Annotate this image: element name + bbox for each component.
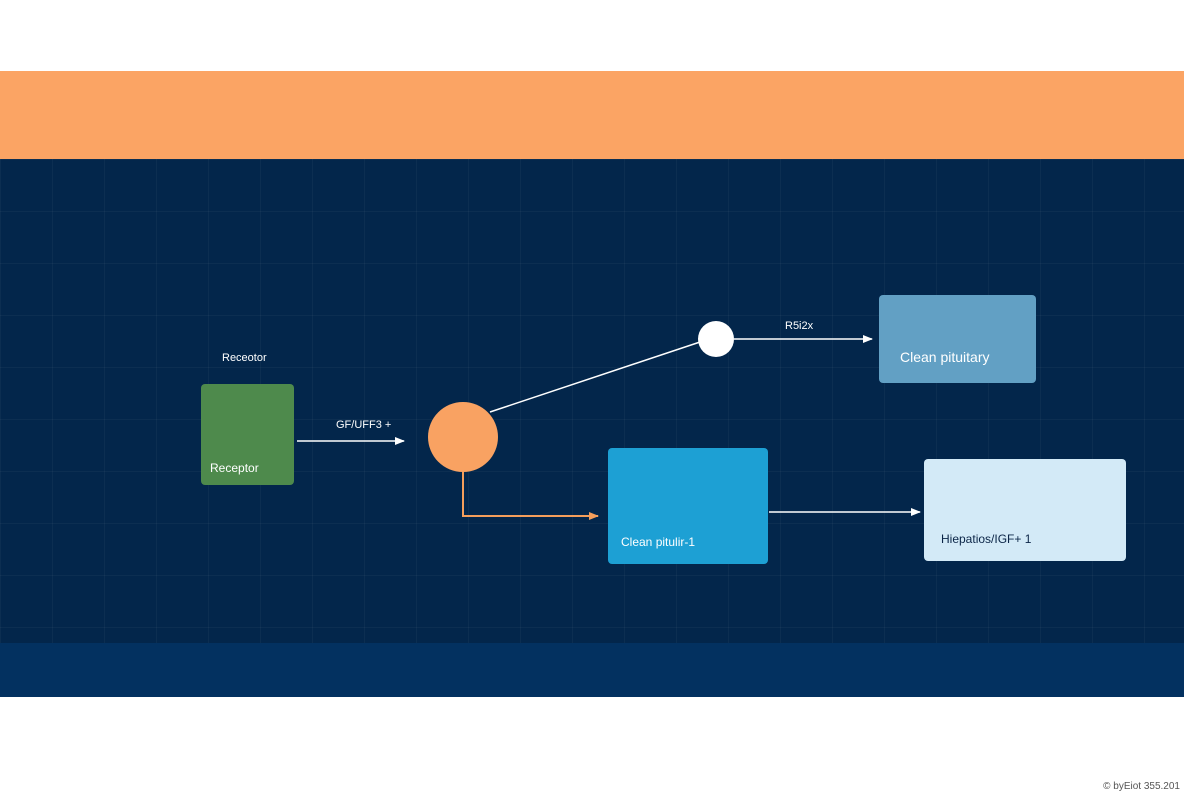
watermark: © byEiot 355.201 — [1103, 781, 1180, 792]
footer-bar — [0, 643, 1184, 697]
diagram-canvas — [0, 159, 1184, 643]
receptor-node-label: Receptor — [210, 461, 259, 475]
edge-label-receptor-to-hub: GF/UFF3 + — [336, 419, 392, 431]
junction-node[interactable] — [698, 321, 734, 357]
edge-label-junction-to-pituitary: R5i2x — [785, 320, 814, 332]
edge-hub-to-clean-pitulir — [462, 472, 599, 520]
clean-pituitary-node[interactable]: Clean pituitary — [879, 295, 1036, 383]
receptor-heading: Receotor — [222, 352, 267, 364]
hub-node[interactable] — [428, 402, 498, 472]
hepatic-node[interactable]: Hiepatios/IGF+ 1 — [924, 459, 1126, 561]
top-banner — [0, 71, 1184, 159]
hepatic-label: Hiepatios/IGF+ 1 — [941, 532, 1032, 546]
clean-pitulir-node[interactable]: Clean pitulir-1 — [608, 448, 768, 564]
clean-pitulir-label: Clean pitulir-1 — [621, 535, 696, 549]
clean-pituitary-label: Clean pituitary — [900, 349, 990, 365]
edge-hub-to-junction — [489, 341, 701, 413]
receptor-node[interactable]: Receptor — [201, 384, 294, 485]
